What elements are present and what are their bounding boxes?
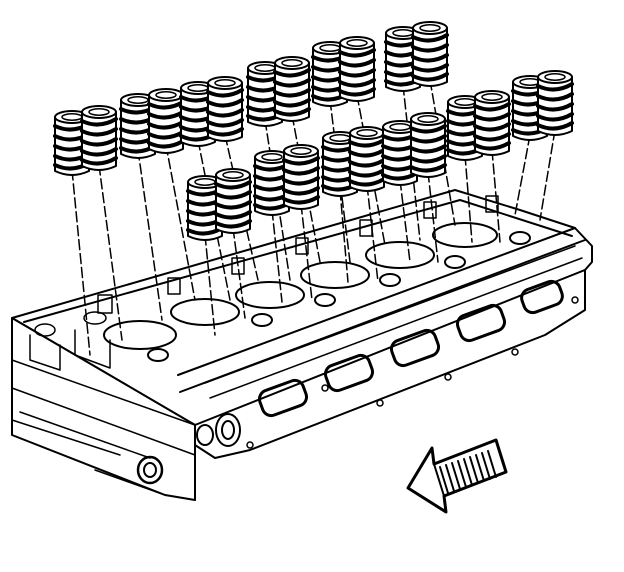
valve-spring-icon — [80, 104, 118, 172]
valve-spring-icon — [214, 167, 252, 235]
valve-spring-icon — [338, 35, 376, 103]
valve-spring-icon — [147, 87, 185, 155]
valve-pockets — [103, 222, 531, 362]
valve-spring-icon — [536, 69, 574, 137]
valve-spring-icon — [273, 55, 311, 123]
direction-arrow-icon — [406, 438, 508, 514]
exhaust-ports — [257, 279, 564, 418]
valve-spring-icon — [282, 143, 320, 211]
valve-spring-icon — [206, 75, 244, 143]
valve-spring-icon — [409, 111, 447, 179]
port-bolt-holes — [246, 296, 579, 449]
cylinder-head — [11, 189, 593, 501]
valve-spring-icon — [411, 20, 449, 88]
valve-spring-icon — [348, 125, 386, 193]
valve-spring-icon — [473, 89, 511, 157]
